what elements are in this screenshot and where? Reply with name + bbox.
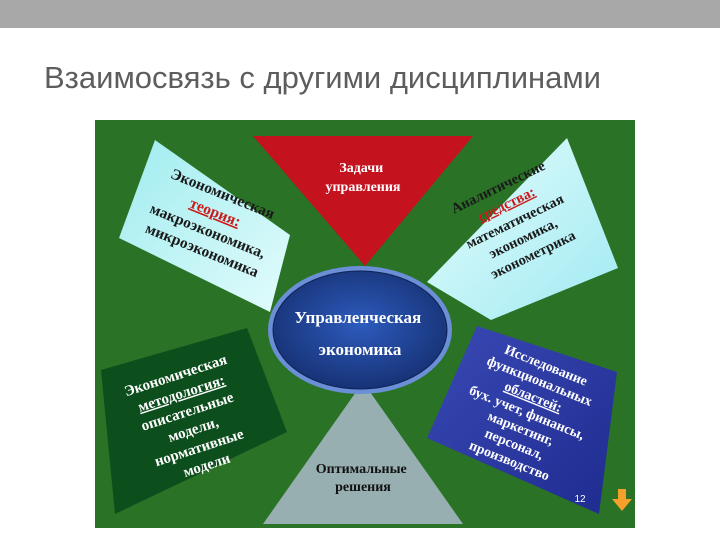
center-label: Управленческая экономика bbox=[294, 308, 425, 359]
top-label-line-2: управления bbox=[325, 180, 400, 195]
bottom-triangle bbox=[263, 382, 463, 524]
left-top-card bbox=[119, 140, 290, 312]
top-bar bbox=[0, 0, 720, 28]
page-number: 12 bbox=[574, 494, 586, 505]
right-bottom-card bbox=[427, 326, 617, 514]
top-triangle bbox=[253, 136, 473, 266]
diagram: Задачи управления Оптимальные решения Эк… bbox=[95, 120, 635, 528]
slide-title: Взаимосвязь с другими дисциплинами bbox=[44, 60, 602, 95]
top-label-line-1: Задачи bbox=[339, 161, 383, 176]
left-bottom-card bbox=[101, 328, 287, 514]
top-label: Задачи управления bbox=[325, 161, 400, 195]
center-label-line-2: экономика bbox=[319, 340, 402, 359]
bottom-label-line-1: Оптимальные bbox=[316, 462, 407, 477]
bottom-label-line-2: решения bbox=[335, 480, 391, 495]
center-ellipse bbox=[272, 270, 448, 390]
center-label-line-1: Управленческая bbox=[294, 308, 421, 327]
bottom-label: Оптимальные решения bbox=[316, 462, 410, 495]
arrow-down-icon[interactable] bbox=[612, 489, 632, 511]
right-top-card bbox=[427, 138, 618, 320]
